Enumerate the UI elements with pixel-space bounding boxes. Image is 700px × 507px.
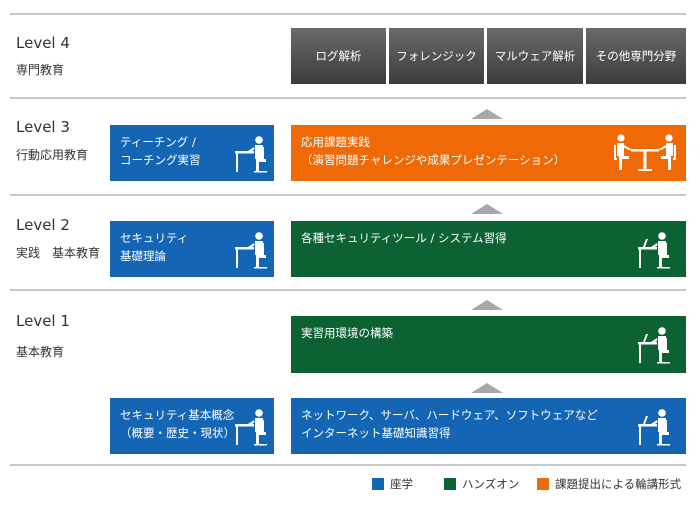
arrow-up-icon — [471, 204, 503, 214]
legend-swatch-seminar — [372, 478, 384, 490]
box-line: （演習問題チャレンジや成果プレゼンテーション） — [301, 153, 566, 167]
box-practice-environment: 実習用環境の構築 — [291, 316, 686, 373]
box-line: 各種セキュリティツール / システム習得 — [301, 231, 507, 245]
specialty-log-analysis: ログ解析 — [291, 28, 386, 84]
level-2-subtitle: 実践 基本教育 — [16, 246, 101, 260]
desk-laptop-person-icon — [638, 327, 670, 364]
legend-label-handson: ハンズオン — [462, 477, 520, 491]
specialty-other: その他専門分野 — [586, 28, 686, 84]
box-internet-basics: ネットワーク、サーバ、ハードウェア、ソフトウェアなど インターネット基礎知識習得 — [291, 398, 686, 454]
box-line: インターネット基礎知識習得 — [301, 426, 451, 440]
desk-laptop-person-icon — [638, 232, 670, 269]
legend-label-seminar: 座学 — [390, 477, 413, 491]
level-4-title: Level 4 — [16, 34, 70, 52]
specialty-malware-analysis: マルウェア解析 — [487, 28, 583, 84]
divider — [10, 97, 686, 99]
divider — [10, 464, 686, 466]
box-line: （概要・歴史・現状） — [120, 426, 235, 440]
box-line: セキュリティ基本概念 — [120, 408, 235, 422]
box-line: ティーチング / — [120, 135, 196, 149]
desk-person-icon — [235, 409, 267, 446]
legend-swatch-round-table — [537, 478, 549, 490]
box-security-concepts: セキュリティ基本概念 （概要・歴史・現状） — [110, 398, 274, 454]
level-3-subtitle: 行動応用教育 — [16, 148, 89, 162]
box-line: ネットワーク、サーバ、ハードウェア、ソフトウェアなど — [301, 408, 598, 422]
box-line: 基礎理論 — [120, 249, 166, 263]
arrow-up-icon — [471, 300, 503, 310]
box-line: 応用課題実践 — [301, 135, 370, 149]
box-security-theory: セキュリティ 基礎理論 — [110, 221, 274, 277]
box-applied-practice: 応用課題実践 （演習問題チャレンジや成果プレゼンテーション） — [291, 125, 686, 181]
arrow-up-icon — [471, 383, 503, 393]
arrow-up-icon — [471, 109, 503, 119]
level-2-title: Level 2 — [16, 216, 70, 234]
box-line: コーチング実習 — [120, 153, 201, 167]
level-1-title: Level 1 — [16, 312, 70, 330]
box-teaching-coaching: ティーチング / コーチング実習 — [110, 125, 274, 181]
meeting-table-icon — [614, 134, 676, 171]
legend-label-round-table: 課題提出による輪講形式 — [555, 477, 682, 491]
desk-person-icon — [235, 232, 267, 269]
specialty-forensics: フォレンジック — [389, 28, 484, 84]
box-line: 実習用環境の構築 — [301, 326, 393, 340]
box-security-tools: 各種セキュリティツール / システム習得 — [291, 221, 686, 277]
level-3-title: Level 3 — [16, 118, 70, 136]
divider — [10, 13, 686, 15]
desk-person-icon — [235, 136, 267, 173]
box-line: セキュリティ — [120, 231, 189, 245]
legend-swatch-handson — [444, 478, 456, 490]
desk-laptop-person-icon — [638, 409, 670, 446]
level-1-subtitle: 基本教育 — [16, 345, 65, 359]
divider — [10, 194, 686, 196]
divider — [10, 289, 686, 291]
level-4-subtitle: 専門教育 — [16, 63, 65, 77]
